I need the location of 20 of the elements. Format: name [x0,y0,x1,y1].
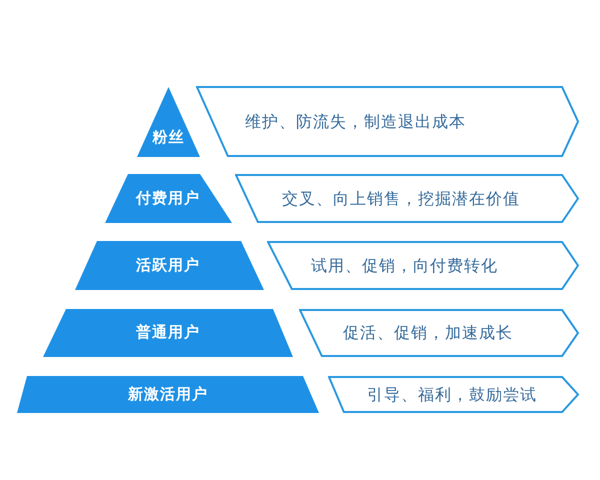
pyramid-tier [43,309,293,357]
tier-label: 粉丝 [152,128,184,146]
strategy-text: 交叉、向上销售，挖掘潜在价值 [282,188,520,208]
tier-label: 活跃用户 [136,256,200,274]
pyramid-tier [105,174,232,223]
tier-label: 普通用户 [136,323,200,341]
strategy-text: 维护、防流失，制造退出成本 [245,112,466,132]
strategy-text: 促活、促销，加速成长 [343,323,513,343]
arrow-banner [328,376,579,413]
arrow-banner [267,241,579,290]
tier-label: 付费用户 [136,188,200,206]
arrow-banner [196,86,579,157]
pyramid-tier [17,376,319,413]
arrow-banner [299,309,579,357]
tier-label: 新激活用户 [128,384,208,402]
strategy-text: 引导、福利，鼓励尝试 [367,384,537,404]
arrow-banner [235,174,579,223]
pyramid-tier [75,241,264,290]
pyramid-tier [137,87,200,157]
strategy-text: 试用、促销，向付费转化 [311,256,498,276]
